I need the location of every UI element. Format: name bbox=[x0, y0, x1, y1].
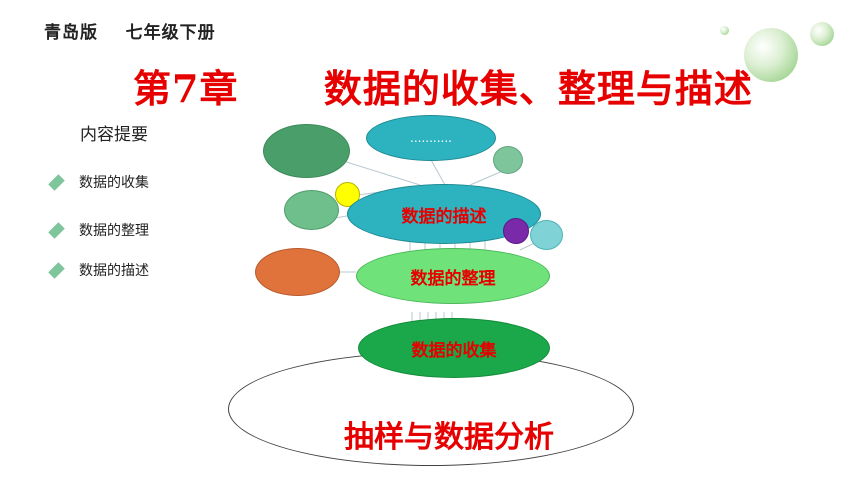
outline-title: 内容提要 bbox=[80, 125, 148, 145]
sage-green-oval bbox=[284, 190, 339, 230]
decorative-sphere-small bbox=[720, 26, 729, 35]
small-green-circle bbox=[493, 146, 523, 174]
outline-item: 数据的整理 bbox=[48, 220, 149, 240]
purple-circle bbox=[503, 218, 529, 244]
base-label: 抽样与数据分析 bbox=[344, 420, 554, 455]
decorative-sphere-large bbox=[744, 28, 798, 82]
outline-item: 数据的描述 bbox=[48, 260, 149, 280]
decorative-sphere-medium bbox=[810, 22, 834, 46]
textbook-header: 青岛版 七年级下册 bbox=[44, 23, 216, 43]
orange-oval bbox=[255, 248, 340, 296]
dark-green-oval bbox=[263, 124, 350, 178]
describe-oval: 数据的描述 bbox=[347, 184, 541, 244]
organize-oval: 数据的整理 bbox=[356, 248, 550, 304]
outline-item: 数据的收集 bbox=[48, 172, 149, 192]
chapter-title: 第7章 数据的收集、整理与描述 bbox=[133, 66, 753, 111]
collect-oval: 数据的收集 bbox=[358, 318, 550, 378]
light-teal-circle bbox=[530, 220, 563, 250]
top-oval: ........... bbox=[366, 115, 496, 161]
